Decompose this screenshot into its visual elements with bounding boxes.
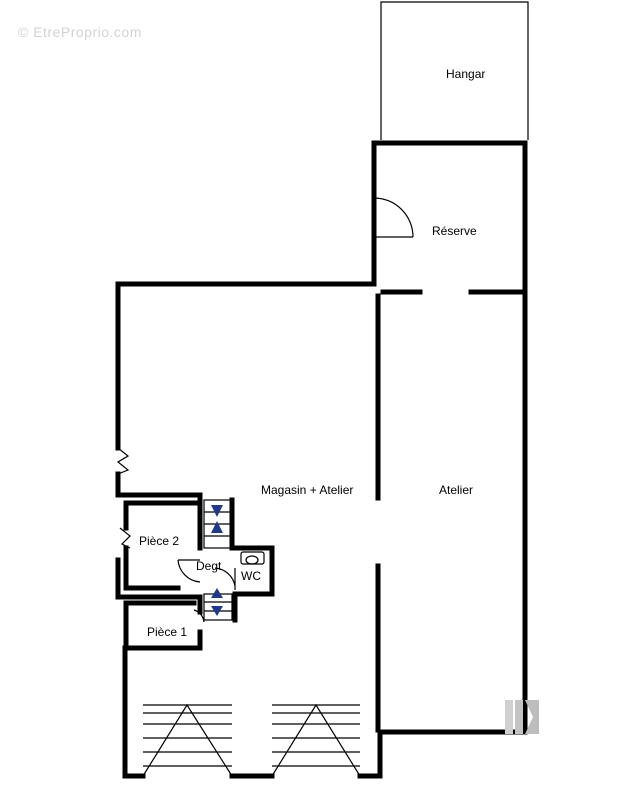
room-label-hangar: Hangar <box>446 67 485 81</box>
toilet-icon <box>240 551 265 565</box>
garage-door-left <box>142 703 233 777</box>
room-label-atelier: Atelier <box>439 483 473 497</box>
room-label-piece2: Pièce 2 <box>139 534 179 548</box>
staircase <box>203 499 233 621</box>
room-label-wc: WC <box>241 569 261 583</box>
interior-walls <box>123 289 524 733</box>
stair-arrow-icon <box>211 521 223 533</box>
stair-arrow-icon <box>211 606 223 616</box>
watermark: © EtreProprio.com <box>18 24 142 40</box>
garage-door-right <box>271 703 361 777</box>
stair-arrow-icon <box>211 588 223 598</box>
room-label-piece1: Pièce 1 <box>147 625 187 639</box>
room-label-magasin: Magasin + Atelier <box>261 483 353 497</box>
brand-logo-icon <box>505 700 539 734</box>
room-label-degt: Degt <box>196 559 222 573</box>
stair-arrow-icon <box>211 505 223 517</box>
hangar-outline <box>380 1 529 140</box>
room-label-reserve: Réserve <box>432 224 477 238</box>
doors <box>116 197 414 623</box>
